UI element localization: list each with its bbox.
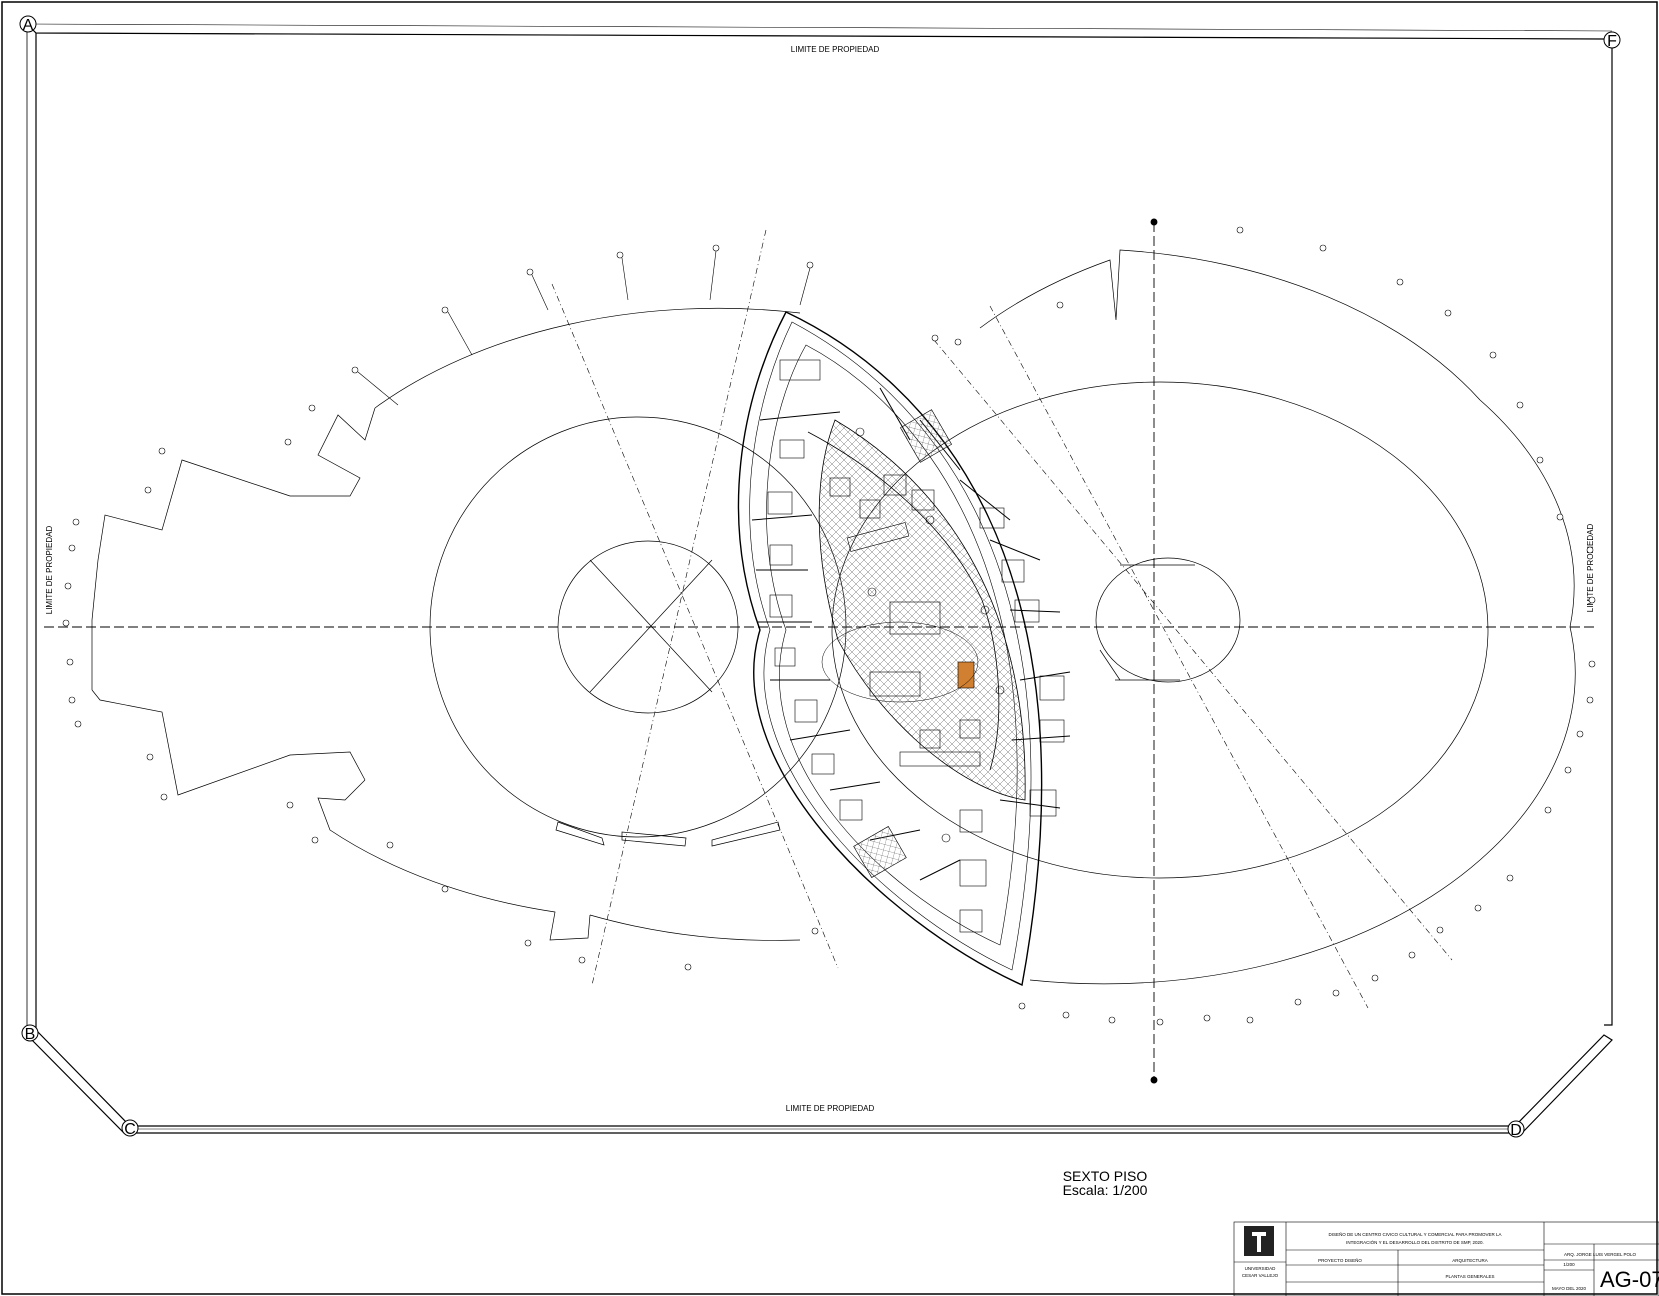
svg-text:C: C	[124, 1121, 136, 1138]
furniture-clusters	[767, 359, 1065, 933]
property-label-top: LIMITE DE PROPIEDAD	[791, 45, 880, 54]
property-label-left: LIMITE DE PROPIEDAD	[45, 526, 54, 615]
corner-marker-b: B	[21, 1024, 39, 1043]
property-boundary	[26, 23, 1613, 1134]
property-label-bottom: LIMITE DE PROPIEDAD	[786, 1104, 875, 1113]
date-value: MAYO DEL 2020	[1552, 1286, 1587, 1291]
corner-marker-d: D	[1507, 1120, 1525, 1139]
right-building-outline	[831, 249, 1576, 985]
specialty: ARQUITECTURA	[1452, 1258, 1488, 1263]
svg-text:F: F	[1607, 33, 1617, 50]
scale-value: 1/200	[1563, 1262, 1575, 1267]
reference-axes	[44, 218, 1596, 1084]
corner-marker-f: F	[1603, 31, 1621, 50]
property-label-right: LIMITE DE PROPIEDAD	[1586, 524, 1595, 613]
title-block	[1233, 1221, 1659, 1296]
left-building-outline	[91, 307, 847, 941]
advisor-name: ARQ. JORGE LUIS VERGEL POLO	[1564, 1252, 1637, 1257]
corner-marker-c: C	[121, 1119, 139, 1138]
university-logo	[1244, 1226, 1274, 1256]
perimeter-grid-markers	[62, 226, 1596, 1026]
work-type: PROYECTO DISEÑO	[1318, 1257, 1362, 1263]
plan-scale: Escala: 1/200	[1063, 1182, 1148, 1198]
svg-text:D: D	[1510, 1122, 1522, 1139]
university-name-line2: CESAR VALLEJO	[1242, 1273, 1279, 1278]
project-title-line1: DISEÑO DE UN CENTRO CIVICO CULTURAL Y CO…	[1328, 1231, 1501, 1237]
project-title-line2: INTEGRACIÓN Y EL DESARROLLO DEL DISTRITO…	[1346, 1239, 1484, 1245]
central-lens-building	[737, 311, 1071, 987]
sheet-description: PLANTAS GENERALES	[1446, 1274, 1495, 1279]
plan-title: SEXTO PISO	[1063, 1168, 1148, 1184]
university-name-line1: UNIVERSIDAD	[1245, 1266, 1277, 1271]
svg-text:A: A	[23, 17, 34, 34]
svg-text:B: B	[25, 1026, 36, 1043]
corner-marker-a: A	[19, 15, 37, 34]
sheet-code: AG-07	[1600, 1267, 1659, 1292]
